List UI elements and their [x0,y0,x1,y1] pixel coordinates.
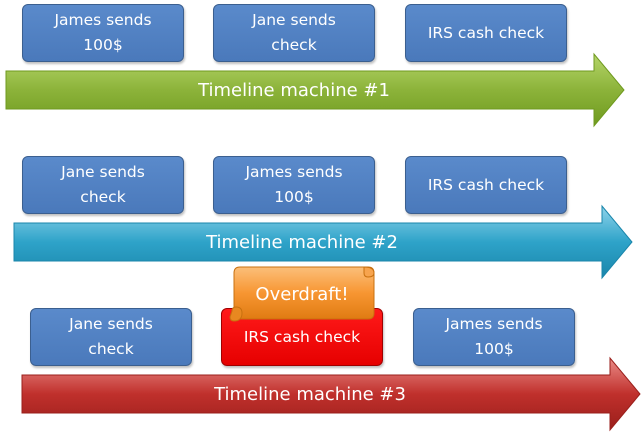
event-line1: IRS cash check [243,327,361,346]
timeline-label: Timeline machine #3 [214,383,406,405]
event-line1: Jane sends [69,315,153,333]
event-box-irs-cash-check: IRS cash check [405,156,567,214]
event-line2: check [271,36,317,54]
event-line1: IRS cash check [427,175,545,194]
event-line1: James sends [54,11,152,29]
event-line2: 100$ [274,188,314,206]
scroll-shape-orange [229,266,375,322]
event-line2: check [88,340,134,358]
event-line2: check [80,188,126,206]
timeline-arrow-3: Timeline machine #3 [20,356,641,432]
event-line1: IRS cash check [427,23,545,42]
timeline-label: Timeline machine #2 [206,231,398,253]
callout-label: Overdraft! [255,283,349,305]
event-box-jane-sends-check: Jane sends check [22,156,184,214]
arrow-shape-red [21,356,641,432]
timeline-arrow-2: Timeline machine #2 [12,204,633,280]
event-line1: James sends [445,315,543,333]
event-box-jane-sends-check: Jane sends check [30,308,192,366]
event-box-james-sends-100: James sends 100$ [213,156,375,214]
event-line2: 100$ [83,36,123,54]
timeline-label: Timeline machine #1 [198,79,390,101]
event-line2: 100$ [474,340,514,358]
event-line1: James sends [245,163,343,181]
timeline-arrow-1: Timeline machine #1 [4,52,625,128]
overdraft-callout: Overdraft! [228,263,376,325]
event-box-james-sends-100: James sends 100$ [22,4,184,62]
event-line1: Jane sends [252,11,336,29]
arrow-shape-green [5,52,625,128]
arrow-shape-blue [13,204,633,280]
event-box-jane-sends-check: Jane sends check [213,4,375,62]
event-line1: Jane sends [61,163,145,181]
event-box-irs-cash-check: IRS cash check [405,4,567,62]
event-box-james-sends-100: James sends 100$ [413,308,575,366]
